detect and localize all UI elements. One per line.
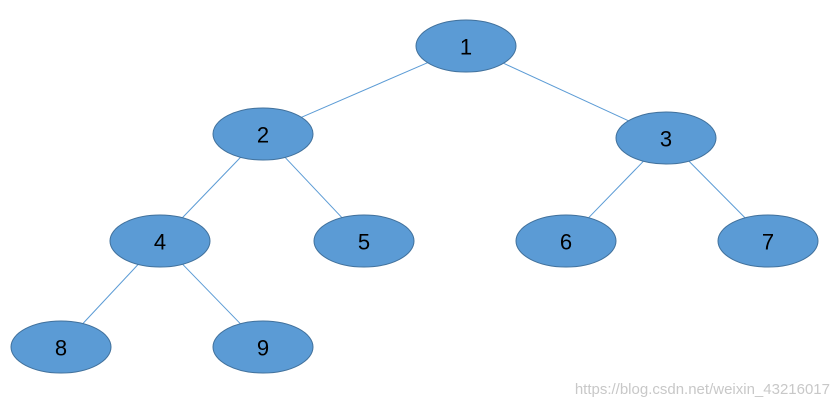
node-ellipse [515,214,617,268]
node-label: 8 [55,336,67,361]
node-label: 5 [358,230,370,255]
node-label: 6 [560,230,572,255]
node-ellipse [415,19,517,73]
edge-n4-n8 [82,264,139,324]
edge-n1-n3 [503,62,629,122]
node-ellipse [109,214,211,268]
node-ellipse [212,320,314,374]
tree-node-9: 9 [212,320,314,374]
node-ellipse [313,214,415,268]
tree-node-8: 8 [10,320,112,374]
tree-node-1: 1 [415,19,517,73]
tree-node-5: 5 [313,214,415,268]
edge-n3-n7 [688,160,746,219]
tree-node-4: 4 [109,214,211,268]
tree-node-2: 2 [212,107,314,161]
node-ellipse [717,214,819,268]
watermark-text: https://blog.csdn.net/weixin_43216017 [574,381,830,398]
nodes-layer: 1 2 3 4 5 6 7 8 9 [10,19,819,374]
node-label: 2 [257,123,269,148]
edge-n2-n4 [182,156,241,219]
edge-n3-n6 [588,160,644,219]
node-ellipse [10,320,112,374]
node-label: 4 [154,230,166,255]
edge-n4-n9 [182,263,241,325]
edges-layer [82,62,746,325]
node-ellipse [615,111,717,165]
node-label: 7 [762,230,774,255]
node-label: 1 [460,35,472,60]
tree-node-7: 7 [717,214,819,268]
node-label: 9 [257,336,269,361]
tree-node-6: 6 [515,214,617,268]
node-ellipse [212,107,314,161]
edge-n2-n5 [284,156,343,219]
node-label: 3 [660,127,672,152]
tree-node-3: 3 [615,111,717,165]
edge-n1-n2 [301,62,428,118]
